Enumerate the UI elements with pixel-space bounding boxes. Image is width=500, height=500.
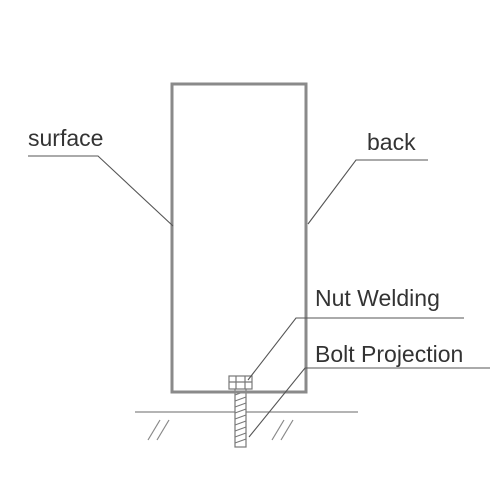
surface-leader	[28, 155, 174, 227]
bolt	[234, 386, 247, 448]
ground-hatch	[280, 419, 294, 441]
bolt-projection-label: Bolt Projection	[315, 341, 464, 367]
back-label: back	[367, 129, 416, 155]
leader-lines	[28, 155, 490, 438]
panel-frame	[170, 82, 308, 394]
nut-welding-label: Nut Welding	[315, 285, 440, 311]
back-leader	[307, 159, 428, 225]
surface-label: surface	[28, 125, 104, 151]
bolt-projection-leader	[248, 367, 490, 438]
nut-welding-leader	[247, 317, 464, 381]
ground-hatch	[156, 419, 170, 441]
ground-hatch	[147, 419, 161, 441]
ground-hatch	[271, 419, 285, 441]
bolt-thread	[234, 390, 247, 444]
welded-nut	[228, 375, 253, 390]
